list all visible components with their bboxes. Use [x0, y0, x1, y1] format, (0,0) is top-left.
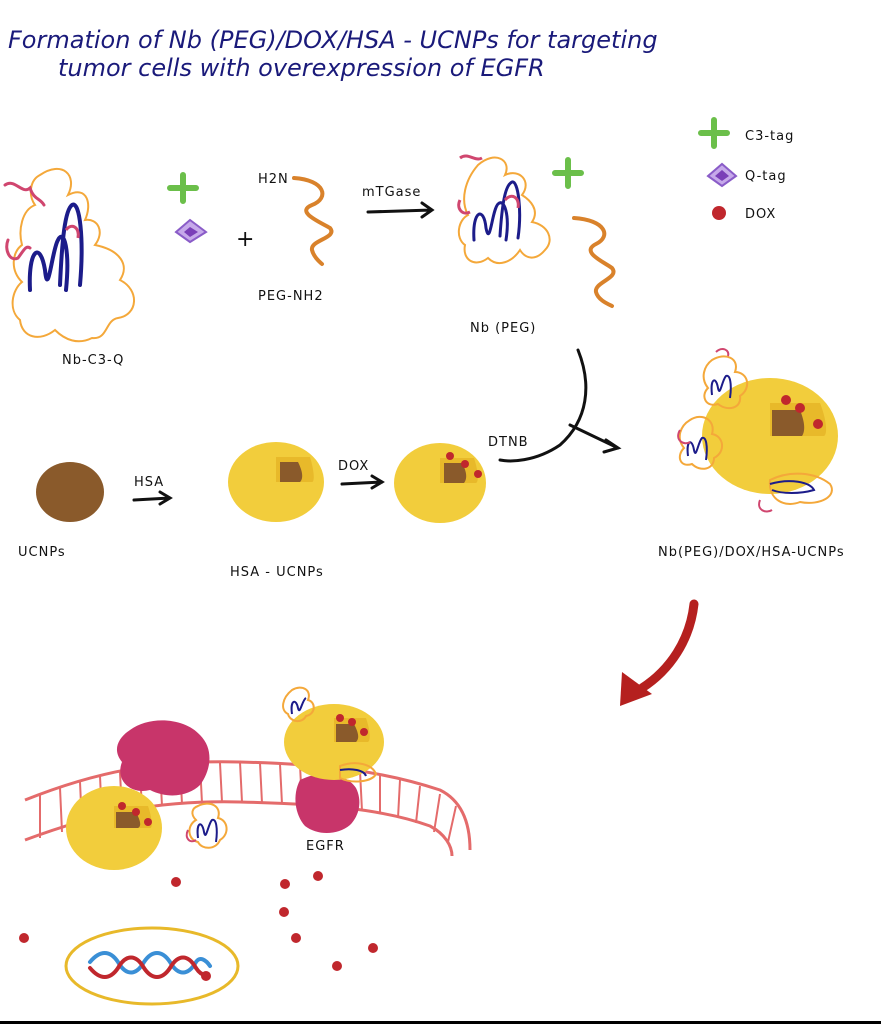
c3-tag-released-icon — [552, 157, 584, 189]
dtnb-merge-line-icon — [498, 348, 588, 463]
final-nanoparticle-illustration — [677, 348, 838, 513]
legend: C3-tag Q-tag DOX — [698, 117, 794, 222]
dtnb-arrow-icon — [568, 423, 622, 454]
dox-arrow-icon — [340, 474, 385, 490]
egfr-receptor-unbound-illustration — [116, 720, 210, 796]
hsa-arrow-icon — [132, 490, 173, 506]
ucnp-core-illustration — [36, 462, 104, 522]
c3-tag-free-icon — [167, 172, 199, 204]
q-tag-free-icon — [174, 218, 208, 244]
dna-strand-blue-icon — [88, 951, 212, 975]
nucleus-illustration — [64, 926, 240, 1006]
legend-dox-label: DOX — [745, 207, 776, 222]
dox-hsa-ucnp-illustration — [394, 443, 486, 523]
label-dtnb: DTNB — [488, 435, 529, 450]
label-h2n: H2N — [258, 172, 289, 187]
label-nb-peg: Nb (PEG) — [470, 321, 536, 336]
q-tag-icon — [706, 162, 738, 188]
red-arrowhead-icon — [620, 672, 652, 706]
bound-nanoparticle-illustration — [282, 686, 384, 783]
legend-q-tag-label: Q-tag — [745, 169, 787, 184]
hsa-ucnp-illustration — [228, 442, 324, 522]
dox-icon — [712, 206, 726, 220]
peg-released-icon — [572, 216, 616, 308]
label-hsa-ucnps: HSA - UCNPs — [230, 565, 324, 580]
label-final-product: Nb(PEG)/DOX/HSA-UCNPs — [658, 545, 845, 560]
label-dox-step: DOX — [338, 459, 369, 474]
red-arrow-icon — [637, 599, 699, 693]
label-ucnps: UCNPs — [18, 545, 66, 560]
mtgase-arrow-icon — [366, 201, 435, 219]
label-egfr: EGFR — [306, 839, 345, 854]
released-nanobody-illustration — [185, 802, 228, 849]
dox-intercalated-icon — [201, 971, 211, 981]
nanobody-peg-illustration — [457, 154, 551, 265]
c3-tag-icon — [698, 117, 730, 149]
egfr-receptor-bound-illustration — [295, 773, 360, 834]
label-mtgase: mTGase — [362, 185, 421, 200]
legend-c3-tag-label: C3-tag — [745, 129, 794, 144]
peg-chain-icon — [292, 176, 334, 266]
label-hsa: HSA — [134, 475, 164, 490]
label-peg-nh2: PEG-NH2 — [258, 289, 324, 304]
nanobody-c3-q-illustration — [3, 168, 135, 343]
dna-strand-red-icon — [88, 955, 210, 979]
plus-sign: + — [236, 227, 254, 252]
title-line-2: tumor cells with overexpression of EGFR — [58, 54, 545, 82]
released-dox-dots — [19, 871, 378, 971]
label-nb-c3-q: Nb-C3-Q — [62, 353, 124, 368]
bottom-edge-bar — [0, 1021, 881, 1024]
internalized-nanoparticle-illustration — [66, 786, 162, 870]
title-line-1: Formation of Nb (PEG)/DOX/HSA - UCNPs fo… — [8, 26, 658, 54]
